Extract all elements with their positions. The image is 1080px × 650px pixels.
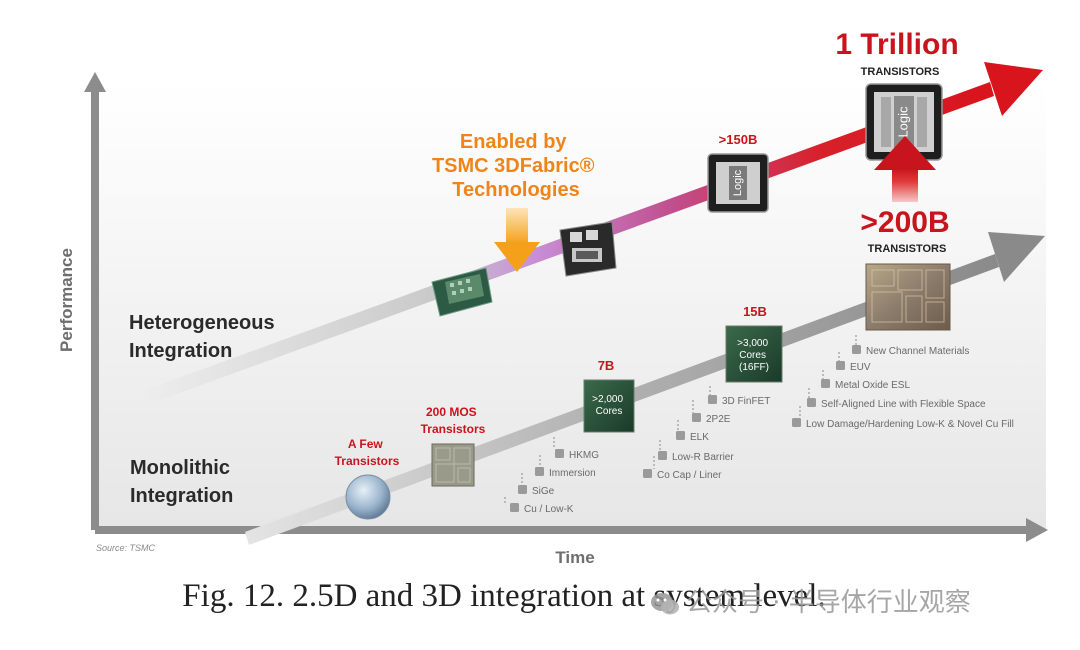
cores3000-line1: >3,000 [737, 338, 768, 349]
milestone-marker [692, 413, 701, 422]
enabled-by-line1: Enabled by [460, 131, 568, 153]
milestone-label: 2P2E [706, 414, 731, 425]
milestone-label: 3D FinFET [722, 396, 770, 407]
monolithic-label: Monolithic Integration [130, 457, 236, 507]
milestone-label: Immersion [549, 468, 596, 479]
milestone-marker [708, 395, 717, 404]
milestone-marker [535, 467, 544, 476]
few-line2: Transistors [335, 454, 400, 468]
milestone-marker [676, 431, 685, 440]
milestone-label: Cu / Low-K [524, 504, 574, 515]
milestone-label: Self-Aligned Line with Flexible Space [821, 399, 986, 410]
label-200b: >200B [860, 206, 949, 239]
label-200b-subtitle: TRANSISTORS [868, 243, 947, 255]
chip-package-2 [559, 221, 617, 277]
milestone-marker [658, 451, 667, 460]
die-200-mos [431, 443, 475, 487]
chip-package-1 [431, 267, 493, 317]
watermark-text: 公众号 · 半导体行业观察 [686, 588, 971, 618]
x-axis-label: Time [555, 548, 594, 567]
cores3000-text: >3,000 Cores (16FF) [737, 338, 771, 373]
milestone-label: SiGe [532, 486, 555, 497]
heterogeneous-label-line1: Heterogeneous [129, 312, 275, 334]
monolithic-label-line1: Monolithic [130, 457, 230, 479]
milestone-label: HKMG [569, 450, 599, 461]
mos-line1: 200 MOS [426, 405, 477, 419]
cores2000-line1: >2,000 [592, 394, 623, 405]
milestone-label: ELK [690, 432, 709, 443]
heterogeneous-label: Heterogeneous Integration [129, 312, 280, 362]
die-200b [865, 263, 951, 331]
milestone-marker [852, 345, 861, 354]
chip-cores-2000: >2,000 Cores [583, 379, 635, 433]
milestone-label: EUV [850, 362, 871, 373]
enabled-by-callout: Enabled by TSMC 3DFabric® Technologies [432, 131, 600, 201]
milestone-marker [555, 449, 564, 458]
logic-label-small: Logic [732, 169, 744, 196]
orange-down-arrow [494, 208, 540, 272]
wechat-icon [651, 592, 679, 614]
chip-cores-3000: >3,000 Cores (16FF) [725, 325, 783, 383]
label-200-mos: 200 MOS Transistors [421, 405, 486, 436]
label-15b: 15B [743, 304, 767, 319]
cores2000-line2: Cores [596, 406, 623, 417]
enabled-by-line2: TSMC 3DFabric® [432, 155, 595, 177]
figure-caption: Fig. 12. 2.5D and 3D integration at syst… [0, 578, 1080, 615]
y-axis [84, 72, 106, 530]
trillion-title: 1 Trillion [835, 28, 958, 61]
cores3000-line2: Cores [739, 350, 766, 361]
caption-text: Fig. 12. 2.5D and 3D integration at syst… [182, 578, 826, 614]
watermark: 公众号 · 半导体行业观察 [650, 582, 971, 619]
technology-milestones: Cu / Low-K SiGe Immersion HKMG Co Cap / Line… [504, 335, 1014, 515]
red-up-arrow [874, 136, 936, 202]
trillion-subtitle: TRANSISTORS [861, 66, 940, 78]
heterogeneous-label-line2: Integration [129, 340, 232, 362]
y-axis-label: Performance [57, 248, 76, 352]
label-few-transistors: A Few Transistors [335, 437, 400, 468]
cores2000-text: >2,000 Cores [592, 394, 626, 417]
milestone-marker [807, 398, 816, 407]
milestone-marker [836, 361, 845, 370]
source-note: Source: TSMC [96, 543, 156, 553]
wafer-few-transistors [345, 474, 391, 520]
milestone-marker [821, 379, 830, 388]
mos-line2: Transistors [421, 422, 486, 436]
milestone-label: Co Cap / Liner [657, 470, 722, 481]
monolithic-label-line2: Integration [130, 485, 233, 507]
chip-logic-150b: Logic [707, 153, 769, 213]
x-axis [95, 518, 1048, 542]
milestone-marker [510, 503, 519, 512]
milestone-marker [792, 418, 801, 427]
milestone-marker [518, 485, 527, 494]
milestone-label: New Channel Materials [866, 346, 969, 357]
milestone-label: Metal Oxide ESL [835, 380, 910, 391]
milestone-label: Low-R Barrier [672, 452, 734, 463]
few-line1: A Few [348, 437, 384, 451]
enabled-by-line3: Technologies [452, 179, 579, 201]
milestone-marker [643, 469, 652, 478]
label-150b: >150B [719, 132, 758, 147]
logic-label-large: Logic [895, 106, 910, 138]
milestone-label: Low Damage/Hardening Low-K & Novel Cu Fi… [806, 419, 1014, 430]
chip-logic-1t: Logic [865, 83, 943, 161]
label-7b: 7B [598, 358, 615, 373]
cores3000-line3: (16FF) [739, 362, 769, 373]
